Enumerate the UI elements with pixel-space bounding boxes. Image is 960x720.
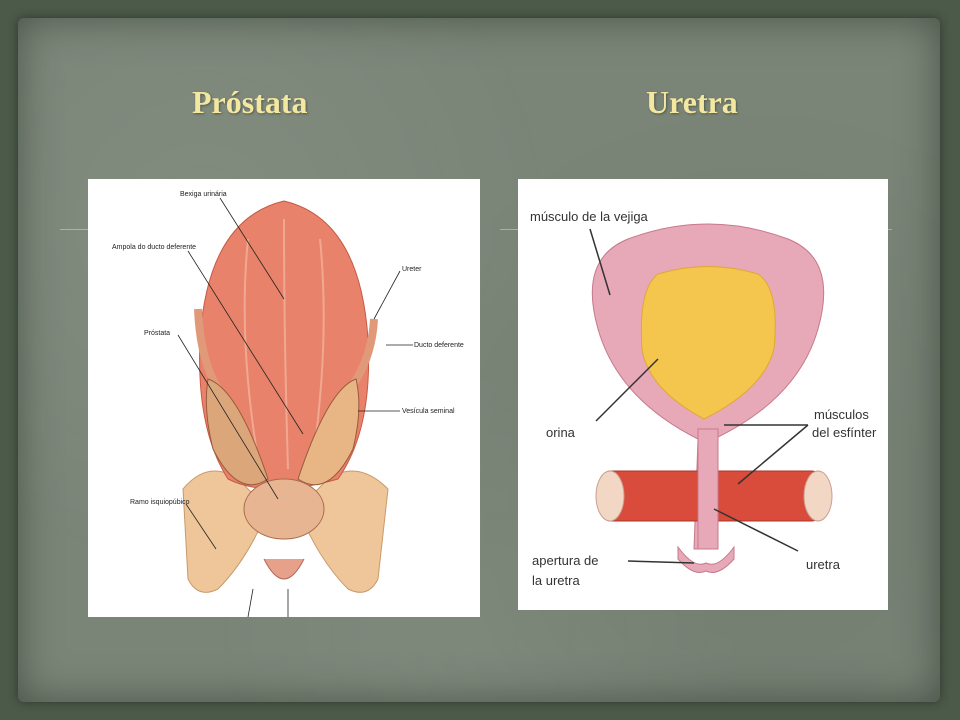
label-sphincter-2: del esfínter (812, 425, 877, 440)
urethra-shape (263, 558, 305, 580)
label-opening-2: la uretra (532, 573, 580, 588)
label-sphincter-1: músculos (814, 407, 869, 422)
label-ampulla: Ampola do ducto deferente (112, 244, 196, 251)
urethra-illustration: músculo de la vejiga orina músculos del … (518, 179, 888, 610)
label-seminal-vesicle: Vesícula seminal (402, 408, 455, 415)
label-vas-deferens: Ducto deferente (414, 342, 464, 349)
urine-shape (640, 266, 776, 420)
label-urine: orina (546, 425, 576, 440)
title-prostate: Próstata (192, 84, 308, 120)
urethra-tube (697, 428, 719, 550)
band-end-right (803, 470, 833, 522)
label-ramus: Ramo isquiopúbico (130, 499, 190, 506)
label-bladder: Bexiga urinária (180, 191, 227, 198)
label-ureter: Ureter (402, 266, 422, 273)
urethra-opening-shape (677, 545, 735, 573)
right-vesicle-shape (297, 378, 360, 486)
urethra-drawing: músculo de la vejiga orina músculos del … (530, 209, 877, 588)
label-urethra: uretra (806, 557, 841, 572)
prostate-drawing: Bexiga urinária Ampola do ducto deferent… (112, 191, 464, 617)
prostate-illustration: Bexiga urinária Ampola do ducto deferent… (88, 179, 480, 617)
label-bladder-muscle: músculo de la vejiga (530, 209, 649, 224)
band-end-left (595, 470, 625, 522)
title-urethra: Uretra (646, 84, 738, 120)
label-opening-1: apertura de (532, 553, 599, 568)
label-prostate: Próstata (144, 330, 170, 337)
prostate-shape (243, 478, 325, 540)
